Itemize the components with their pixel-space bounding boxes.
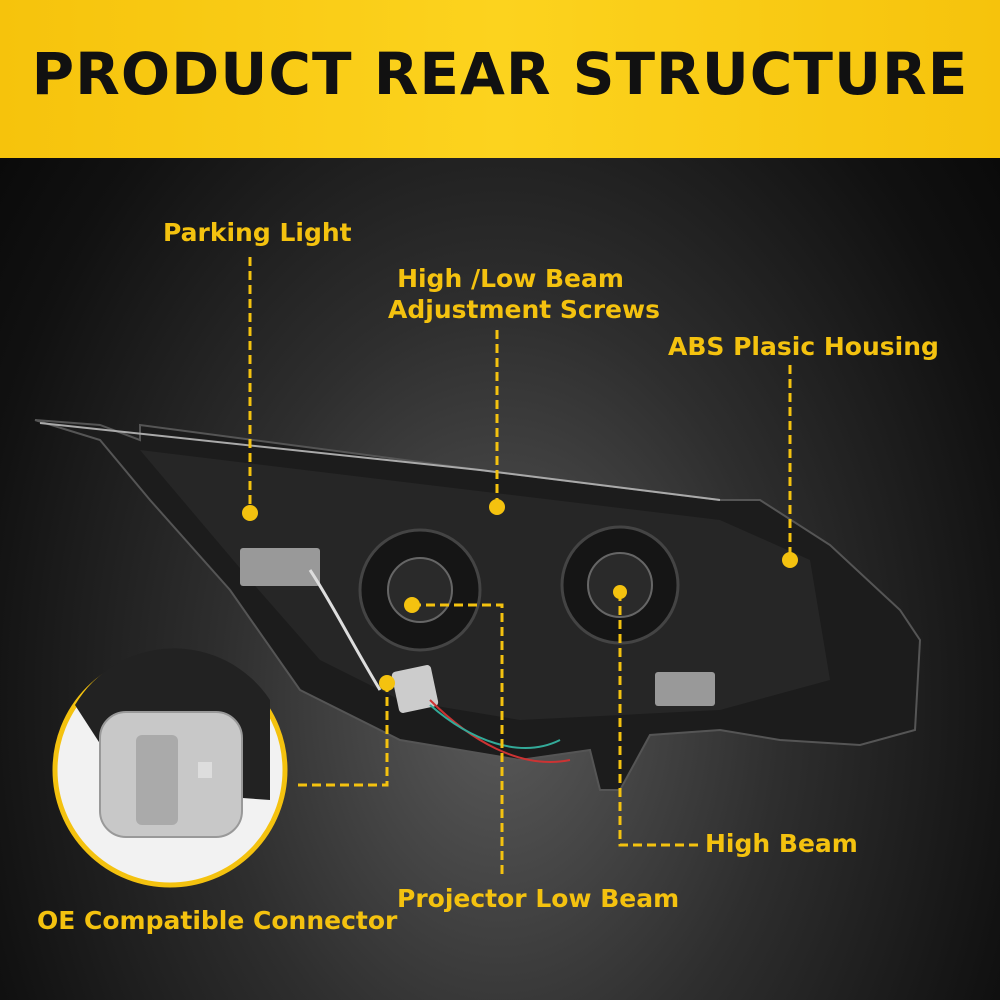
projector-low-beam-leader xyxy=(412,603,504,878)
housing-marker xyxy=(782,552,798,568)
adjustment-screws-marker xyxy=(489,499,505,515)
parking-light-marker xyxy=(242,505,258,521)
adjustment-screws-label-line1: High /Low Beam xyxy=(397,264,624,293)
adjustment-screws-label: High /Low Beam Adjustment Screws xyxy=(388,263,660,325)
connector-marker xyxy=(379,675,395,691)
high-beam-leader xyxy=(618,592,700,847)
high-beam-marker xyxy=(613,585,627,599)
projector-low-beam-label: Projector Low Beam xyxy=(397,884,680,913)
adjustment-screws-label-line2: Adjustment Screws xyxy=(388,295,660,324)
projector-low-beam-marker xyxy=(404,597,420,613)
housing-label: ABS Plasic Housing xyxy=(668,332,939,361)
parking-light-label: Parking Light xyxy=(163,218,352,247)
connector-label: OE Compatible Connector xyxy=(37,906,398,935)
page-title: PRODUCT REAR STRUCTURE xyxy=(31,40,969,108)
connector-inset xyxy=(52,648,288,888)
title-banner: PRODUCT REAR STRUCTURE xyxy=(0,0,1000,158)
high-beam-label: High Beam xyxy=(705,829,858,858)
connector-leader xyxy=(293,683,389,787)
